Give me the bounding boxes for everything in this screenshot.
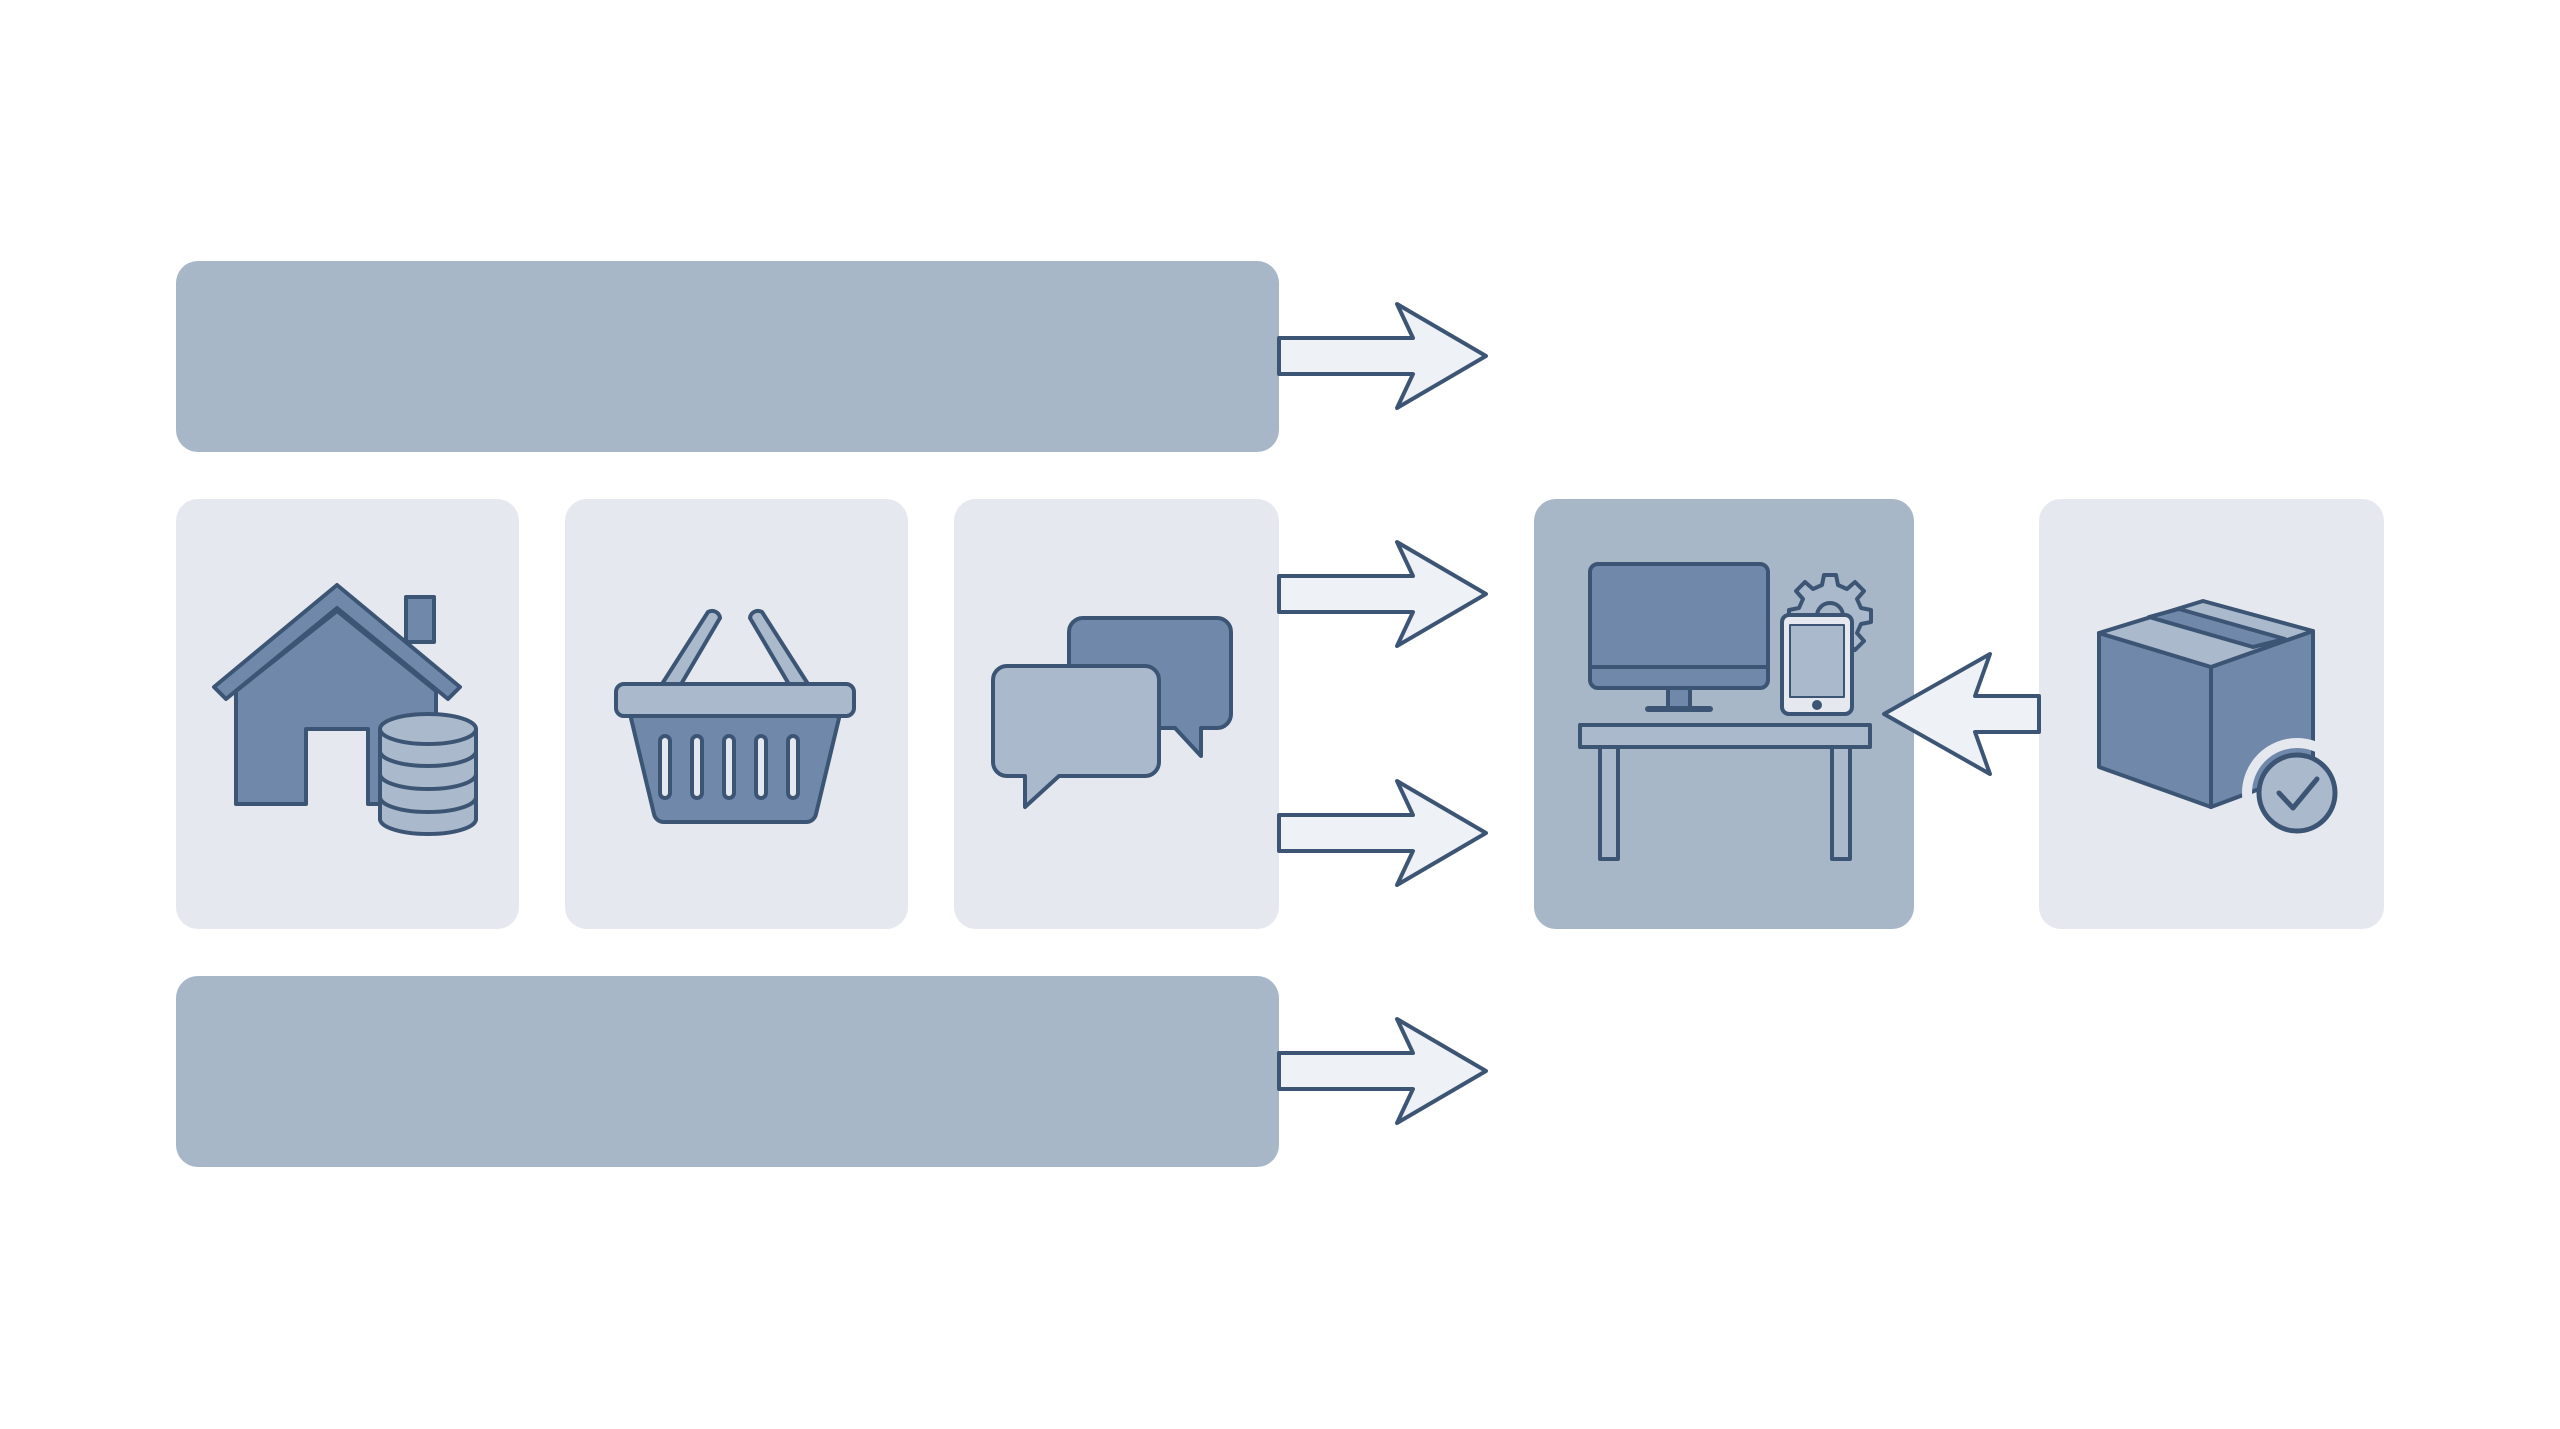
source-tile-home-finance bbox=[176, 499, 519, 929]
shopping-basket-icon bbox=[614, 608, 856, 824]
arrow-bottom-to-hub bbox=[1277, 1017, 1488, 1125]
desk-computer-tablet-gear-icon bbox=[1578, 562, 1873, 861]
arrow-delivery-to-hub bbox=[1882, 652, 2041, 776]
hub-tile-workstation bbox=[1534, 499, 1914, 929]
source-tile-messaging bbox=[954, 499, 1279, 929]
arrow-top-to-hub bbox=[1277, 302, 1488, 410]
bottom-bar bbox=[176, 976, 1279, 1167]
package-check-icon bbox=[2097, 599, 2352, 848]
arrow-sources-to-hub-upper bbox=[1277, 540, 1488, 648]
right-tile-delivery bbox=[2039, 499, 2384, 929]
house-with-coins-icon bbox=[212, 583, 478, 836]
arrow-sources-to-hub-lower bbox=[1277, 779, 1488, 887]
chat-bubbles-icon bbox=[991, 616, 1233, 809]
source-tile-shopping bbox=[565, 499, 908, 929]
top-bar bbox=[176, 261, 1279, 452]
